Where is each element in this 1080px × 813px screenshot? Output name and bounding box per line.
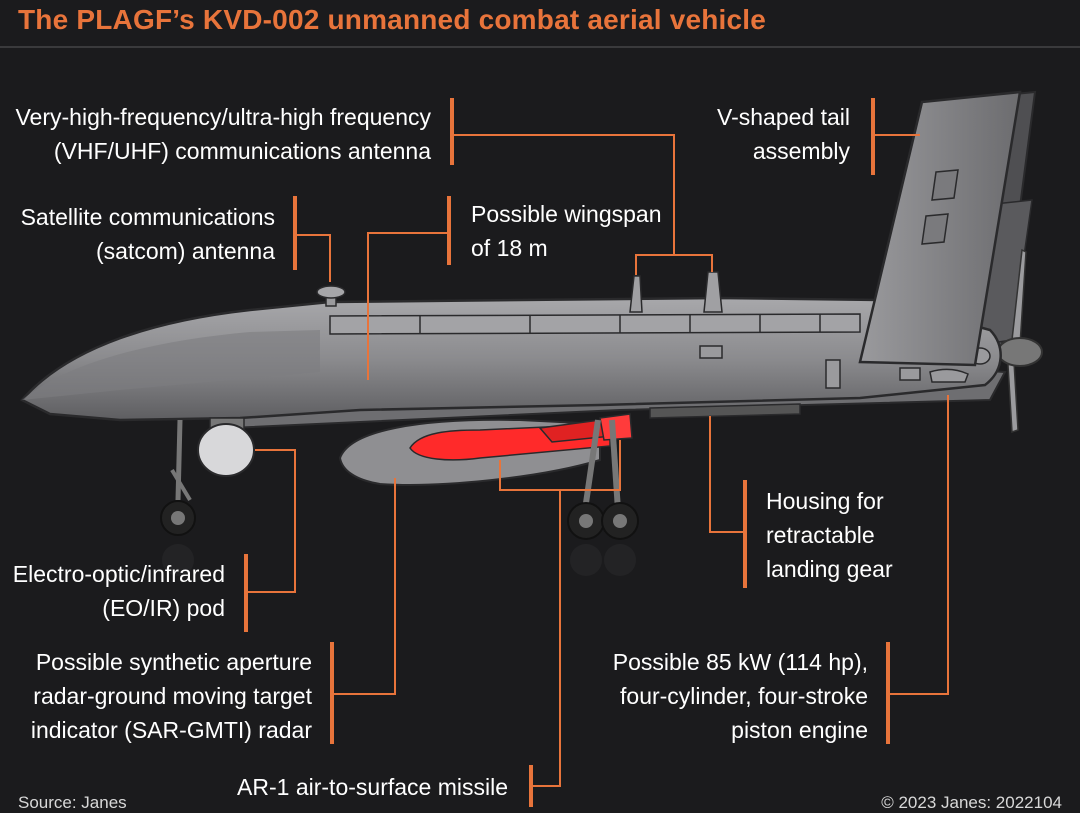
copyright-notice: © 2023 Janes: 2022104 bbox=[881, 793, 1062, 812]
fuselage bbox=[19, 296, 1002, 422]
callout-piston-engine: Possible 85 kW (114 hp), four-cylinder, … bbox=[612, 649, 868, 743]
main-landing-gear bbox=[567, 419, 639, 576]
gear-leader bbox=[709, 416, 745, 533]
callout-sar-gmti-radar: Possible synthetic aperture radar-ground… bbox=[30, 649, 312, 743]
callout-wingspan: Possible wingspan of 18 m bbox=[471, 201, 662, 261]
sar-leader bbox=[332, 478, 396, 695]
nose-landing-gear bbox=[160, 419, 196, 576]
engine-leader bbox=[888, 395, 949, 695]
callout-vhf-uhf-antenna: Very-high-frequency/ultra-high frequency… bbox=[15, 104, 431, 164]
vhf-leader-branch bbox=[674, 254, 713, 272]
callout-satcom-antenna: Satellite communications (satcom) antenn… bbox=[20, 204, 275, 264]
missile-leader bbox=[499, 460, 561, 787]
wingspan-leader bbox=[367, 232, 449, 380]
gear-housing bbox=[649, 403, 801, 419]
leader-lines bbox=[244, 98, 949, 807]
near-tail-fin bbox=[858, 90, 1022, 367]
source-credit: Source: Janes bbox=[18, 793, 127, 812]
callout-v-tail: V-shaped tail assembly bbox=[717, 104, 850, 164]
callout-ar1-missile: AR-1 air-to-surface missile bbox=[237, 774, 508, 800]
callout-eo-ir-pod: Electro-optic/infrared (EO/IR) pod bbox=[12, 561, 225, 621]
title-divider bbox=[0, 46, 1080, 48]
page-title: The PLAGF’s KVD-002 unmanned combat aeri… bbox=[18, 4, 767, 35]
antennas bbox=[316, 271, 723, 313]
eoir-leader bbox=[246, 449, 296, 593]
satcom-leader bbox=[295, 234, 331, 282]
eo-ir-pod bbox=[197, 417, 255, 477]
callout-landing-gear-housing: Housing for retractable landing gear bbox=[766, 488, 893, 582]
missile-leader-branch bbox=[560, 440, 621, 491]
